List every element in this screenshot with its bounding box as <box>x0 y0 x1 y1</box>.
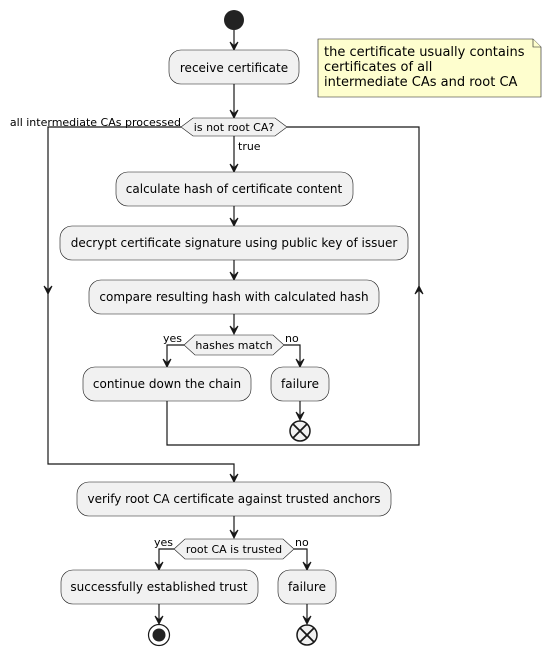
edge-label-root-no: no <box>295 536 309 549</box>
decision-hashes-match: hashes match <box>183 334 285 356</box>
action-decrypt-signature-label: decrypt certificate signature using publ… <box>71 236 398 250</box>
action-continue-chain: continue down the chain <box>82 366 252 402</box>
edge-label-hash-yes: yes <box>163 332 182 345</box>
action-success: successfully established trust <box>60 569 259 605</box>
edge-label-loop-true: true <box>238 140 261 153</box>
action-failure-2-label: failure <box>288 580 326 594</box>
edge-label-loop-exit: all intermediate CAs processed <box>10 116 181 129</box>
action-compare-hash: compare resulting hash with calculated h… <box>88 279 380 315</box>
edge-label-root-yes: yes <box>154 536 173 549</box>
action-continue-chain-label: continue down the chain <box>93 377 241 391</box>
action-receive-certificate-label: receive certificate <box>180 61 288 75</box>
action-verify-root-ca-label: verify root CA certificate against trust… <box>87 492 380 506</box>
action-failure-1-label: failure <box>281 377 319 391</box>
start-node <box>224 10 244 30</box>
action-compare-hash-label: compare resulting hash with calculated h… <box>99 290 368 304</box>
end-node-failure-1 <box>289 420 311 442</box>
action-calculate-hash: calculate hash of certificate content <box>115 171 354 207</box>
end-node-success <box>147 623 171 647</box>
note-line-1: the certificate usually contains <box>324 45 525 60</box>
action-decrypt-signature: decrypt certificate signature using publ… <box>59 225 409 261</box>
action-success-label: successfully established trust <box>70 580 248 594</box>
action-failure-1: failure <box>270 366 330 402</box>
decision-is-not-root-ca: is not root CA? <box>180 117 288 137</box>
decision-root-ca-trusted: root CA is trusted <box>173 538 295 560</box>
action-verify-root-ca: verify root CA certificate against trust… <box>76 481 392 517</box>
edge-label-hash-no: no <box>285 332 299 345</box>
end-node-failure-2 <box>296 624 318 646</box>
note-line-2: certificates of all <box>324 60 432 75</box>
action-calculate-hash-label: calculate hash of certificate content <box>126 182 343 196</box>
decision-is-not-root-ca-label: is not root CA? <box>194 121 275 134</box>
action-receive-certificate: receive certificate <box>168 49 300 85</box>
decision-root-ca-trusted-label: root CA is trusted <box>186 543 282 556</box>
decision-hashes-match-label: hashes match <box>195 339 272 352</box>
note: the certificate usually contains certifi… <box>317 38 542 98</box>
action-failure-2: failure <box>277 569 337 605</box>
note-line-3: intermediate CAs and root CA <box>324 75 518 90</box>
